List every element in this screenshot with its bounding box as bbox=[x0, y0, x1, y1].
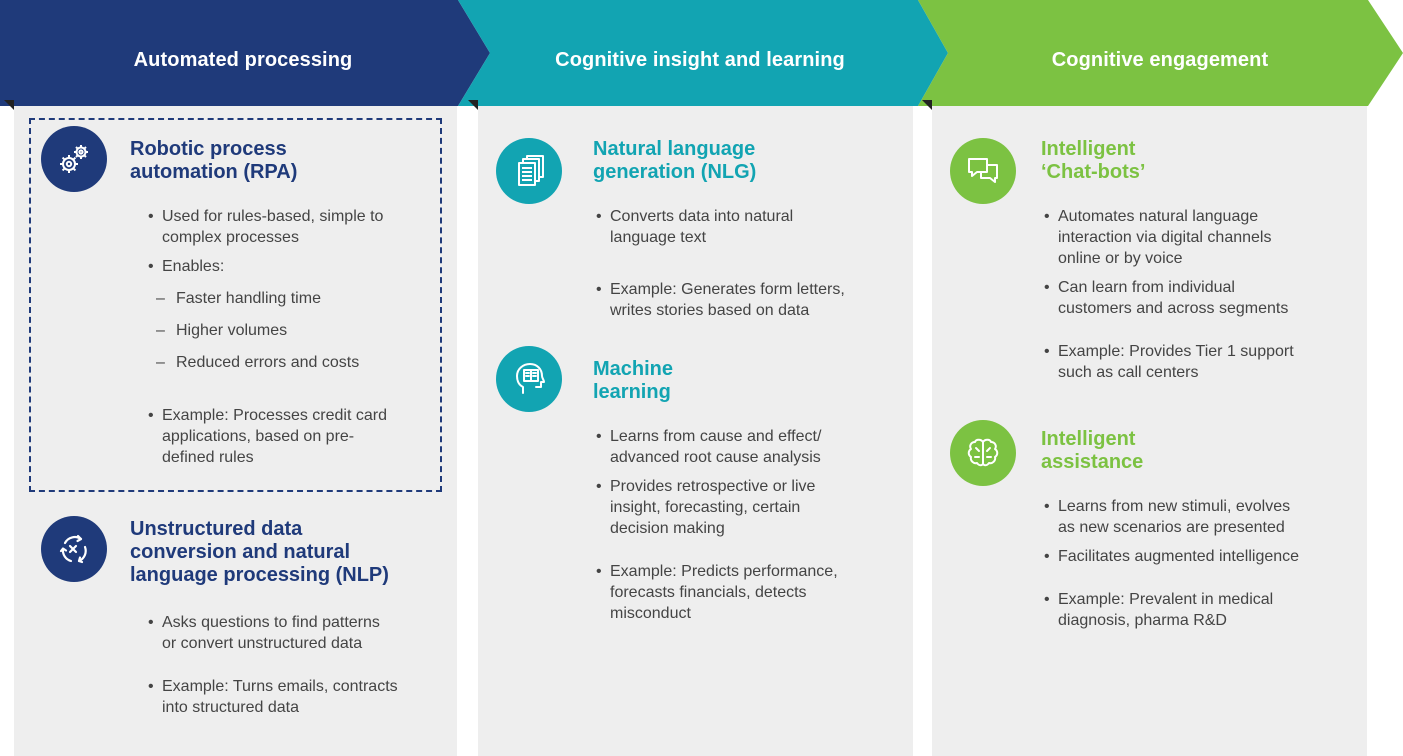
bullet-item: Example: Processes credit cardapplicatio… bbox=[148, 405, 438, 468]
section-title-nlg: Natural language generation (NLG) bbox=[593, 138, 757, 183]
ml-bullets: Learns from cause and effect/advanced ro… bbox=[596, 426, 901, 624]
bullet-item: Example: Generates form letters,writes s… bbox=[596, 279, 901, 321]
bullet-item: Facilitates augmented intelligence bbox=[1044, 546, 1359, 567]
bullet-item: Example: Prevalent in medicaldiagnosis, … bbox=[1044, 589, 1359, 631]
bullet-item: Enables: bbox=[148, 256, 438, 277]
column-header-cognitive-engagement: Cognitive engagement bbox=[1051, 48, 1269, 71]
bullet-item: Example: Predicts performance,forecasts … bbox=[596, 561, 901, 624]
cycle-arrows-icon bbox=[41, 516, 107, 582]
sub-bullet-item: Faster handling time bbox=[148, 288, 438, 309]
brain-icon bbox=[950, 420, 1016, 486]
column-header-automated-processing: Automated processing bbox=[133, 48, 353, 71]
column-header-cognitive-insight: Cognitive insight and learning bbox=[555, 48, 845, 71]
fold-corner-1 bbox=[4, 100, 14, 110]
header-chevron-teal bbox=[458, 0, 948, 106]
header-chevron-navy bbox=[0, 0, 490, 106]
gears-icon bbox=[41, 126, 107, 192]
section-title-intelligent-assistance: Intelligent assistance bbox=[1041, 428, 1144, 473]
head-book-icon bbox=[496, 346, 562, 412]
fold-corner-2 bbox=[468, 100, 478, 110]
header-chevron-green bbox=[918, 0, 1403, 106]
section-title-rpa: Robotic process automation (RPA) bbox=[130, 138, 298, 183]
documents-icon bbox=[496, 138, 562, 204]
fold-corner-3 bbox=[922, 100, 932, 110]
rpa-highlight-box bbox=[29, 118, 442, 492]
bullet-item: Learns from cause and effect/advanced ro… bbox=[596, 426, 901, 468]
section-title-machine-learning: Machine learning bbox=[593, 358, 674, 403]
sub-bullet-item: Higher volumes bbox=[148, 320, 438, 341]
sub-bullet-item: Reduced errors and costs bbox=[148, 352, 438, 373]
section-title-nlp: Unstructured data conversion and natural… bbox=[130, 518, 389, 586]
chat-bubbles-icon bbox=[950, 138, 1016, 204]
section-title-chatbots: Intelligent ‘Chat-bots’ bbox=[1041, 138, 1146, 183]
header-banner bbox=[0, 0, 1403, 106]
